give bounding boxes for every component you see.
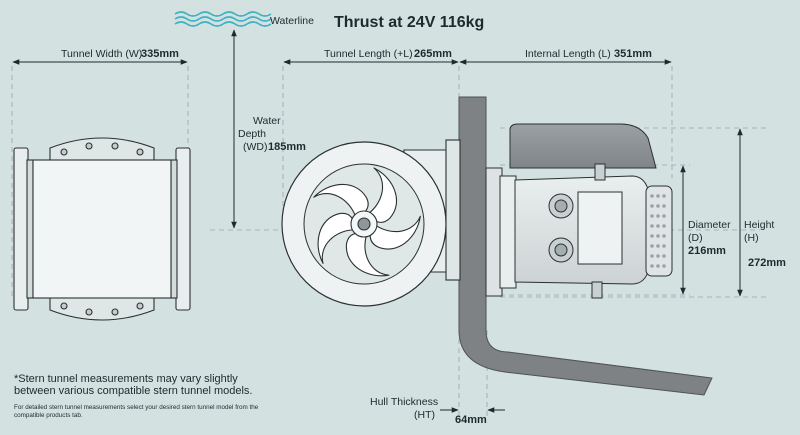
tunnel-width-value: 335mm (141, 48, 179, 60)
diagram-title: Thrust at 24V 116kg (334, 14, 484, 31)
water-depth-label-3: (WD) (243, 141, 268, 153)
dimension-arrows (12, 29, 743, 413)
motor-vent-grille (650, 194, 666, 268)
height-label-2: (H) (744, 232, 759, 244)
internal-length-value: 351mm (614, 48, 652, 60)
propeller-icon (304, 167, 428, 289)
diameter-label-2: (D) (688, 232, 703, 244)
stern-tunnel-notes: *Stern tunnel measurements may vary slig… (14, 373, 274, 420)
tunnel-length-label: Tunnel Length (+L) (324, 48, 413, 60)
motor-unit (485, 123, 673, 299)
waterline-waves-icon (174, 11, 272, 27)
water-depth-label-1: Water (253, 115, 281, 127)
tunnel-width-label: Tunnel Width (W) (61, 48, 142, 60)
hull-thickness-value: 64mm (455, 414, 487, 426)
hull-profile (458, 96, 713, 396)
diameter-value: 216mm (688, 245, 726, 257)
diameter-label-1: Diameter (688, 219, 731, 231)
tunnel-front-view (13, 137, 191, 321)
tunnel-length-value: 265mm (414, 48, 452, 60)
hull-thickness-label-1: Hull Thickness (370, 396, 438, 408)
height-value: 272mm (748, 257, 786, 269)
internal-length-label: Internal Length (L) (525, 48, 611, 60)
waterline-label: Waterline (270, 15, 314, 27)
water-depth-value: 185mm (268, 141, 306, 153)
water-depth-label-2: Depth (238, 128, 266, 140)
note-small: For detailed stern tunnel measurements s… (14, 404, 259, 419)
height-label-1: Height (744, 219, 774, 231)
hull-thickness-label-2: (HT) (414, 409, 435, 421)
note-main: *Stern tunnel measurements may vary slig… (14, 373, 253, 397)
